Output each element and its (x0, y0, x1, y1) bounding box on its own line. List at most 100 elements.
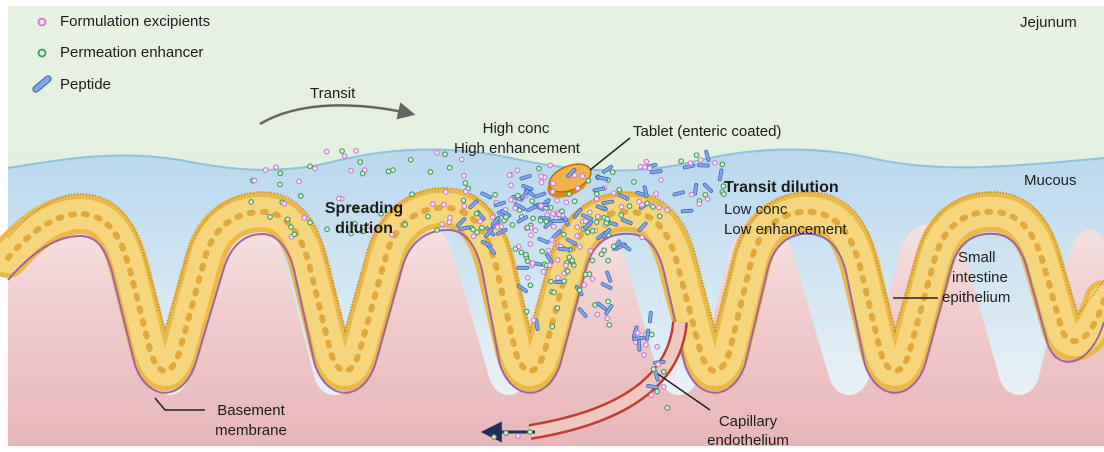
enhancer-particle (308, 220, 313, 225)
excipient-particle (495, 225, 500, 230)
excipient-particle (611, 191, 616, 196)
excipient-particle (575, 186, 580, 191)
enhancer-particle (461, 198, 466, 203)
excipient-particle (531, 318, 536, 323)
excipient-particle (546, 248, 551, 253)
enhancer-particle (602, 248, 607, 253)
enhancer-particle (590, 229, 595, 234)
excipient-particle (594, 197, 599, 202)
enhancer-particle (661, 369, 666, 374)
excipient-particle (644, 159, 649, 164)
enhancer-particle (665, 406, 670, 411)
excipient-particle (636, 331, 641, 336)
excipient-particle (555, 258, 560, 263)
transit-dilution-label: Transit dilution (724, 178, 839, 197)
legend-label-enhancer: Permeation enhancer (60, 43, 203, 62)
excipient-particle (688, 161, 693, 166)
peptide-particle (637, 339, 641, 351)
enhancer-particle (308, 164, 313, 169)
excipient-particle (462, 173, 467, 178)
excipient-particle (342, 154, 347, 159)
excipient-particle (655, 344, 660, 349)
excipient-particle (430, 202, 435, 207)
excipient-particle (643, 165, 648, 170)
excipient-particle (539, 174, 544, 179)
excipient-particle (654, 192, 659, 197)
peptide-particle (558, 247, 570, 251)
high-enhancement-label: High enhancement (438, 139, 596, 158)
enhancer-particle (249, 200, 254, 205)
excipient-particle (551, 189, 556, 194)
enhancer-particle (540, 249, 545, 254)
epithelium-label-line1: Small (958, 248, 996, 267)
enhancer-particle (619, 213, 624, 218)
enhancer-particle (549, 279, 554, 284)
excipient-particle (313, 166, 318, 171)
tablet-label: Tablet (enteric coated) (633, 122, 781, 141)
enhancer-particle (516, 193, 521, 198)
capillary-label-line1: Capillary (698, 412, 798, 431)
excipient-particle (297, 179, 302, 184)
excipient-particle (507, 173, 512, 178)
excipient-particle (659, 178, 664, 183)
excipient-particle (580, 174, 585, 179)
excipient-particle (548, 163, 553, 168)
capillary-label-line2: endothelium (698, 431, 798, 450)
enhancer-particle (525, 225, 530, 230)
excipient-particle (665, 208, 670, 213)
excipient-particle (595, 214, 600, 219)
excipient-particle (619, 204, 624, 209)
excipient-particle (440, 222, 445, 227)
excipient-particle (689, 192, 694, 197)
enhancer-particle (617, 188, 622, 193)
low-conc-label: Low conc (724, 200, 787, 219)
excipient-particle (647, 166, 652, 171)
enhancer-particle (567, 255, 572, 260)
enhancer-particle (513, 247, 518, 252)
enhancer-particle (694, 153, 699, 158)
enhancer-particle (410, 192, 415, 197)
enhancer-particle (560, 209, 565, 214)
excipient-particle (515, 168, 520, 173)
excipient-particle (555, 198, 560, 203)
enhancer-particle (651, 205, 656, 210)
excipient-particle (556, 276, 561, 281)
enhancer-particle (435, 228, 440, 233)
excipient-particle (640, 235, 645, 240)
spreading-label-line1: Spreading (314, 199, 414, 218)
enhancer-particle (538, 218, 543, 223)
epithelium-label-line3: epithelium (942, 288, 1010, 307)
enhancer-particle (492, 435, 497, 440)
excipient-particle (525, 275, 530, 280)
enhancer-particle (720, 162, 725, 167)
excipient-particle (588, 210, 593, 215)
enhancer-particle (471, 227, 476, 232)
enhancer-particle (605, 217, 610, 222)
enhancer-particle (299, 194, 304, 199)
enhancer-particle (408, 157, 413, 162)
excipient-particle (578, 245, 583, 250)
excipient-particle (302, 216, 307, 221)
enhancer-particle (610, 170, 615, 175)
enhancer-particle (428, 170, 433, 175)
peptide-particle (517, 266, 529, 269)
excipient-particle (490, 215, 495, 220)
excipient-particle (705, 197, 710, 202)
excipient-particle (539, 204, 544, 209)
enhancer-particle (480, 225, 485, 230)
enhancer-particle (651, 367, 656, 372)
excipient-particle (649, 393, 654, 398)
enhancer-particle (292, 232, 297, 237)
enhancer-particle (504, 431, 509, 436)
enhancer-particle (358, 160, 363, 165)
enhancer-particle (447, 165, 452, 170)
region-label-jejunum: Jejunum (1020, 13, 1077, 32)
legend-label-peptide: Peptide (60, 75, 111, 94)
legend-label-excipients: Formulation excipients (60, 12, 210, 31)
enhancer-particle (586, 178, 591, 183)
excipient-particle (697, 202, 702, 207)
excipient-particle (528, 242, 533, 247)
excipient-particle (274, 165, 279, 170)
enhancer-particle (565, 269, 570, 274)
